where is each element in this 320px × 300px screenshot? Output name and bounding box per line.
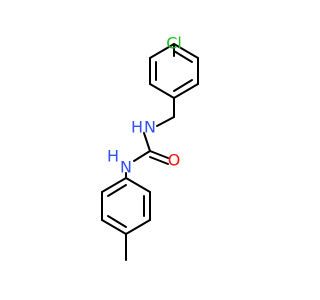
chlorophenyl-ring	[149, 43, 199, 99]
chlorine-atom-label: Cl	[166, 34, 182, 53]
bond-ring2-c	[125, 219, 151, 235]
amide-h-top-label: H	[131, 118, 143, 137]
bond-ring1-d	[173, 83, 199, 99]
bond-n-top-carbonyl	[143, 132, 151, 152]
bond-ring2-f-inner	[107, 184, 127, 197]
bond-ring2-a	[125, 177, 151, 193]
bond-ring1-f-inner	[173, 50, 193, 63]
amide-n-left-label: N	[120, 158, 132, 177]
molecule-structure: Cl N H N H O	[101, 34, 199, 261]
bond-ring2-d	[101, 219, 127, 235]
bond-ring1-a	[149, 43, 175, 59]
bond-ring2-f	[101, 177, 127, 193]
bond-ring1-c	[149, 83, 175, 99]
bond-ring1-f	[173, 43, 199, 59]
bond-carbonyl-oxygen-1	[149, 150, 169, 159]
carbonyl-oxygen-label: O	[168, 151, 181, 170]
bond-ring2-d-inner	[107, 215, 127, 228]
bond-ch2-n-top	[156, 116, 175, 127]
bond-carbonyl-oxygen-2	[149, 156, 169, 165]
amide-n-top-label: N	[144, 118, 156, 137]
bond-ring1-d-inner	[173, 79, 193, 92]
amide-h-left-label: H	[107, 147, 119, 166]
tolyl-ring	[101, 177, 151, 235]
bond-carbonyl-n-left	[133, 150, 151, 162]
